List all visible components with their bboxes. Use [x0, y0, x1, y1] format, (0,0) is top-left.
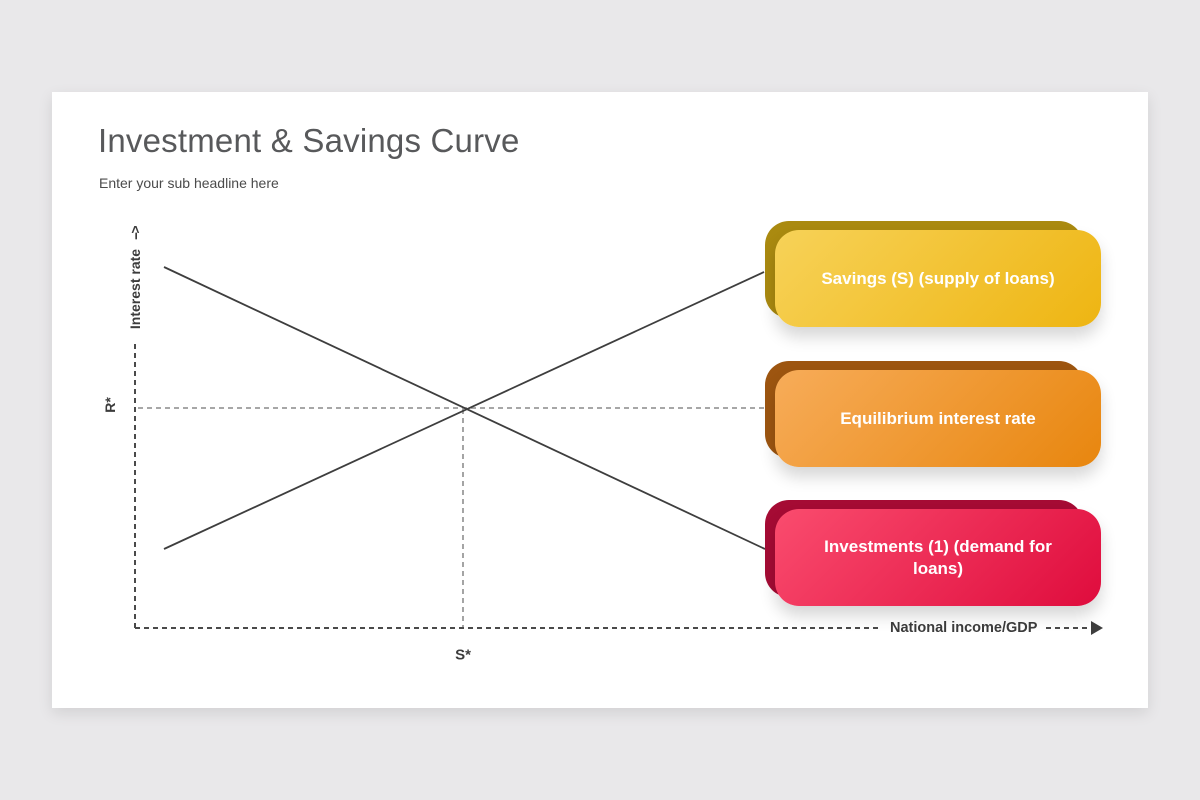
- x-axis-arrowhead-icon: [1091, 621, 1103, 635]
- equilibrium-quantity-label: S*: [455, 646, 471, 664]
- callout-label: Savings (S) (supply of loans): [821, 268, 1055, 288]
- callout-front: Investments (1) (demand for loans): [775, 509, 1101, 606]
- savings-line: [163, 271, 765, 550]
- page-title: Investment & Savings Curve: [98, 122, 520, 159]
- slide-card: Investment & Savings Curve Enter your su…: [52, 92, 1148, 708]
- chart-canvas: [134, 266, 1103, 635]
- y-axis-label-text: Interest rate: [127, 248, 143, 330]
- callout-investments: Investments (1) (demand for loans): [765, 500, 1101, 606]
- investment-line: [163, 266, 766, 550]
- page-subtitle: Enter your sub headline here: [99, 175, 279, 191]
- x-axis-label: National income/GDP: [890, 620, 1038, 636]
- up-arrow-icon: -->: [127, 226, 143, 240]
- callout-equilibrium: Equilibrium interest rate: [765, 361, 1101, 467]
- callout-label: Investments (1) (demand for loans): [824, 537, 1052, 578]
- y-axis-label: Interest rate -->: [127, 227, 143, 329]
- callout-savings: Savings (S) (supply of loans): [765, 221, 1101, 327]
- callout-front: Savings (S) (supply of loans): [775, 230, 1101, 327]
- equilibrium-rate-label: R*: [102, 397, 118, 413]
- callout-label: Equilibrium interest rate: [840, 408, 1036, 428]
- callout-front: Equilibrium interest rate: [775, 370, 1101, 467]
- investment-savings-chart: Interest rate --> R* S* National income/…: [52, 92, 1148, 708]
